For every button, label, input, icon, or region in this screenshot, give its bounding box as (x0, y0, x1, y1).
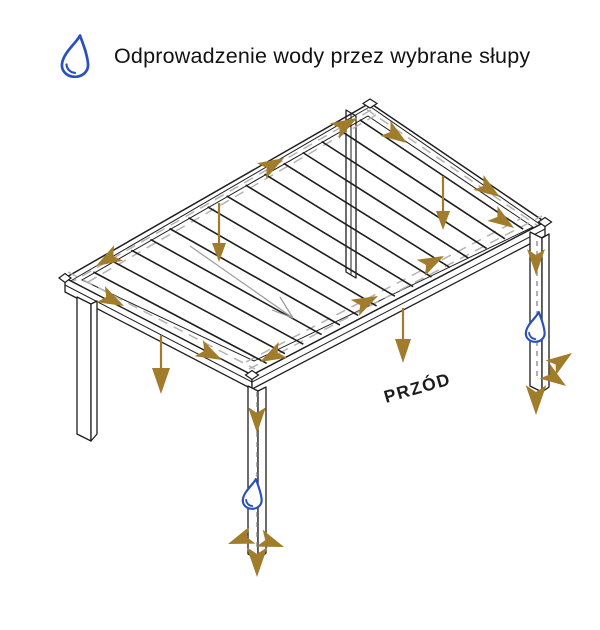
page-title: Odprowadzenie wody przez wybrane słupy (114, 43, 531, 68)
drip-arrow (212, 203, 226, 262)
corner-cap-front (244, 369, 260, 381)
drip-arrow (436, 176, 450, 230)
water-drop-icon (60, 34, 90, 78)
drip-arrow (395, 308, 411, 363)
corner-cap-left (58, 272, 72, 284)
corner-cap-back (361, 98, 379, 109)
water-drop-icon (241, 478, 263, 510)
front-label: PRZÓD (381, 368, 453, 407)
header: Odprowadzenie wody przez wybrane słupy (58, 34, 530, 78)
back-post (345, 109, 357, 279)
roof-louvers (93, 119, 524, 365)
roof-reflection-lines (189, 245, 294, 319)
left-post (76, 296, 98, 442)
corner-cap-right (537, 216, 553, 228)
water-flow-arrows (96, 118, 572, 577)
roof-fascia (64, 221, 546, 390)
front-post (247, 385, 267, 561)
roof (58, 98, 553, 390)
drip-arrow (152, 335, 170, 394)
water-drop-icon (524, 311, 546, 343)
